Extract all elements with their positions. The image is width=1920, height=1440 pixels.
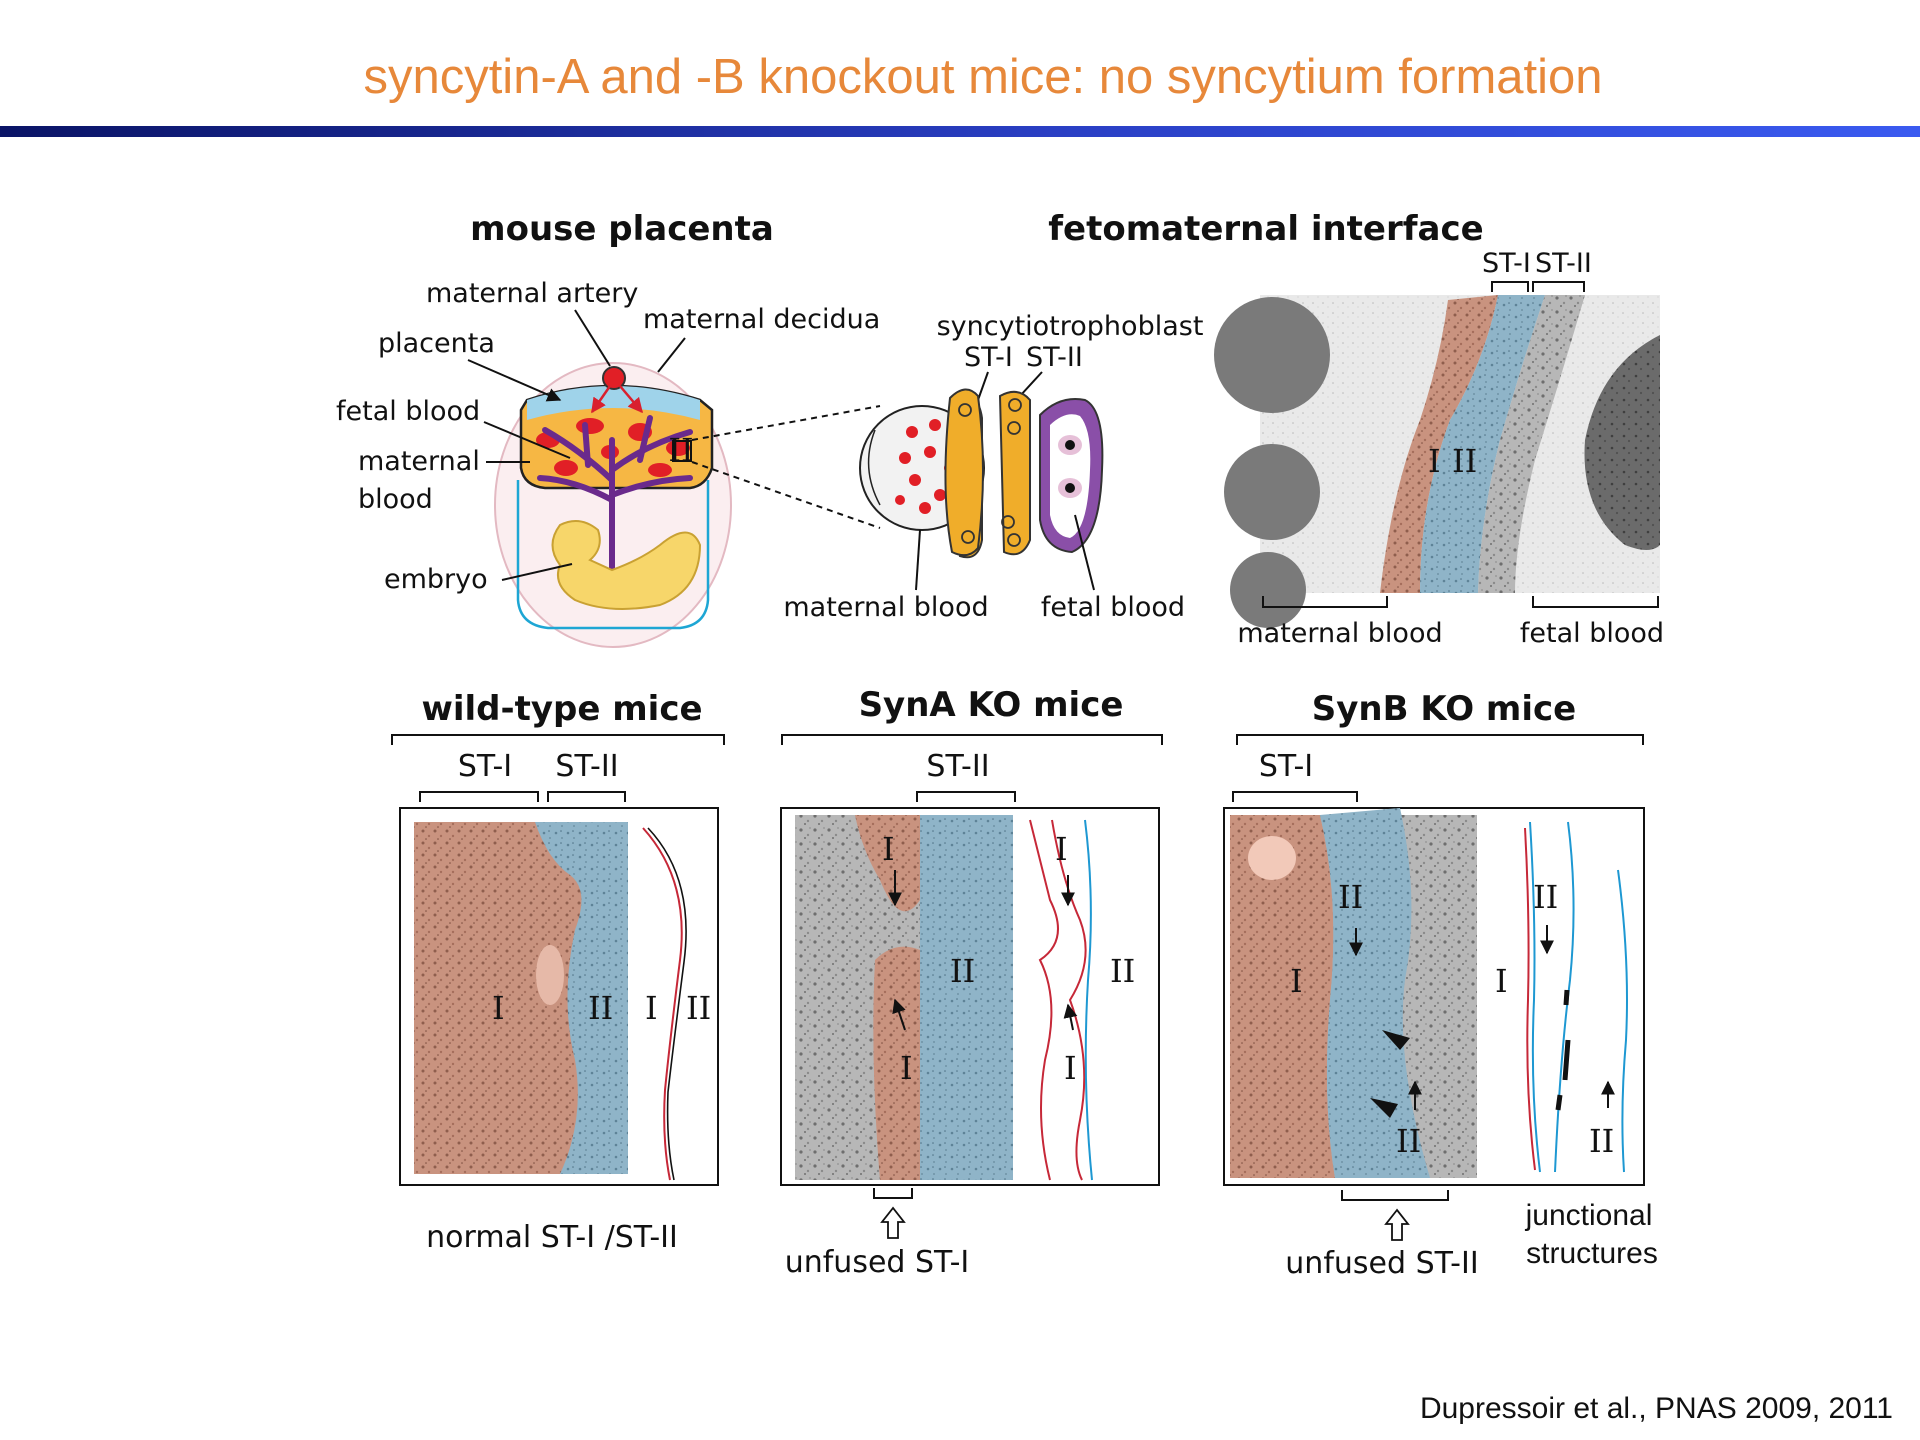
bracket-syna-unfused: [874, 1188, 912, 1198]
panel-synb-vacuole: [1248, 836, 1296, 880]
maternal-artery-dot: [603, 367, 625, 389]
pointer-st1: [978, 372, 988, 400]
label-st1-diagram: ST-I: [964, 342, 1013, 373]
panel-syna-hollow-arrow: [882, 1208, 904, 1238]
panel-synb-r5: II: [1533, 878, 1558, 916]
panel-synb-r3: II: [1396, 1122, 1421, 1160]
panel-wt-r3: I: [645, 989, 658, 1027]
em-rbc-2: [1224, 444, 1320, 540]
panel-synb-r6: II: [1589, 1122, 1614, 1160]
panel-syna-r4: I: [1055, 830, 1068, 868]
fetomaternal-maternal-blood: maternal blood: [1237, 618, 1442, 649]
panel-synb-note-2: structures: [1526, 1237, 1658, 1270]
fetomaternal-roman-2: II: [1452, 442, 1477, 480]
panel-wt-st-a: ST-I: [458, 749, 512, 784]
st1-layer-outer: [945, 389, 983, 555]
panel-syna-st1-bottom: [873, 947, 920, 1180]
st2-layer: [1000, 392, 1030, 554]
panel-wt-r2: II: [588, 989, 613, 1027]
bracket-synb-st1: [1233, 792, 1357, 802]
fetomaternal-roman-1: I: [1428, 442, 1441, 480]
panel-wt-vacuole: [536, 945, 564, 1005]
panel-syna-heading: SynA KO mice: [859, 685, 1124, 725]
panel-synb-note-1: junctional: [1525, 1199, 1653, 1232]
em-rbc-1: [1214, 297, 1330, 413]
bracket-fm-st2: [1533, 282, 1584, 292]
panel-syna-r2: II: [950, 952, 975, 990]
fetomaternal-heading: fetomaternal interface: [1048, 209, 1483, 249]
label-maternal-blood-2: blood: [358, 484, 433, 515]
panel-syna-r3: I: [900, 1049, 913, 1087]
zoom-line-top: [692, 406, 880, 440]
mouse-placenta-diagram: mouse placenta II maternal artery matern…: [336, 209, 880, 647]
panel-synb-st-a: ST-I: [1259, 749, 1313, 784]
bracket-fm-st1: [1492, 282, 1528, 292]
panel-synb-ko: SynB KO mice ST-I II I II I II II unfuse…: [1224, 689, 1658, 1281]
label-syncytiotrophoblast: syncytiotrophoblast: [937, 311, 1204, 342]
bracket-synb-unfused: [1342, 1190, 1448, 1200]
panel-syna-caption: unfused ST-I: [785, 1245, 970, 1280]
placenta-heading: mouse placenta: [470, 209, 774, 249]
panel-synb-hollow-arrow: [1386, 1210, 1408, 1240]
panel-syna-r1: I: [882, 830, 895, 868]
bracket-wt-main: [392, 735, 724, 745]
panel-synb-r4: I: [1495, 962, 1508, 1000]
panel-wt-caption: normal ST-I /ST-II: [426, 1220, 678, 1255]
citation: Dupressoir et al., PNAS 2009, 2011: [1420, 1392, 1893, 1425]
panel-wt-r4: II: [686, 989, 711, 1027]
pointer-st2: [1020, 372, 1042, 396]
label-maternal-artery: maternal artery: [426, 278, 638, 309]
bracket-wt-st2: [548, 792, 625, 802]
bracket-syna-st2: [917, 792, 1015, 802]
panel-syna-r5: II: [1110, 952, 1135, 990]
label-fetal-blood: fetal blood: [336, 396, 480, 427]
fetomaternal-fetal-blood: fetal blood: [1520, 618, 1664, 649]
label-embryo: embryo: [384, 564, 488, 595]
label-maternal-blood-diagram: maternal blood: [783, 592, 988, 623]
label-maternal-blood-1: maternal: [358, 446, 480, 477]
panel-wt-st-b: ST-II: [555, 749, 618, 784]
title-rule: [0, 126, 1920, 137]
panel-synb-r1: II: [1338, 878, 1363, 916]
bracket-syna-main: [782, 735, 1162, 745]
slide-title: syncytin-A and -B knockout mice: no sync…: [363, 50, 1602, 104]
pointer-maternal-decidua: [658, 338, 685, 372]
pointer-maternal-artery: [575, 310, 610, 366]
panel-synb-caption: unfused ST-II: [1285, 1246, 1478, 1281]
panel-synb-heading: SynB KO mice: [1312, 689, 1576, 729]
pointer-placenta: [468, 360, 560, 400]
fetomaternal-st2: ST-II: [1535, 248, 1592, 279]
pointer-maternal-blood-diagram: [916, 530, 920, 590]
panel-syna-r6: I: [1064, 1049, 1077, 1087]
fetomaternal-interface: fetomaternal interface ST-I ST-II I II m…: [1048, 209, 1664, 649]
panel-wt-heading: wild-type mice: [421, 689, 702, 729]
zoom-marker-label: II: [668, 431, 693, 469]
em-rbc-3: [1230, 552, 1306, 628]
panel-syna-ko: SynA KO mice ST-II I II I I II I unfused…: [781, 685, 1162, 1280]
panel-syna-st-b: ST-II: [926, 749, 989, 784]
panel-syna-st2: [920, 815, 1013, 1180]
interface-diagram: syncytiotrophoblast ST-I ST-II maternal …: [783, 311, 1203, 623]
bracket-synb-main: [1237, 735, 1643, 745]
panel-wt-r1: I: [492, 989, 505, 1027]
bracket-fm-fetal: [1533, 596, 1658, 607]
label-maternal-decidua: maternal decidua: [643, 304, 880, 335]
label-fetal-blood-diagram: fetal blood: [1041, 592, 1185, 623]
bracket-wt-st1: [420, 792, 538, 802]
label-placenta: placenta: [378, 328, 495, 359]
panel-wild-type: wild-type mice ST-I ST-II I II I II norm…: [392, 689, 724, 1255]
panel-synb-r2: I: [1290, 962, 1303, 1000]
label-st2-diagram: ST-II: [1026, 342, 1083, 373]
fetomaternal-st1: ST-I: [1482, 248, 1531, 279]
